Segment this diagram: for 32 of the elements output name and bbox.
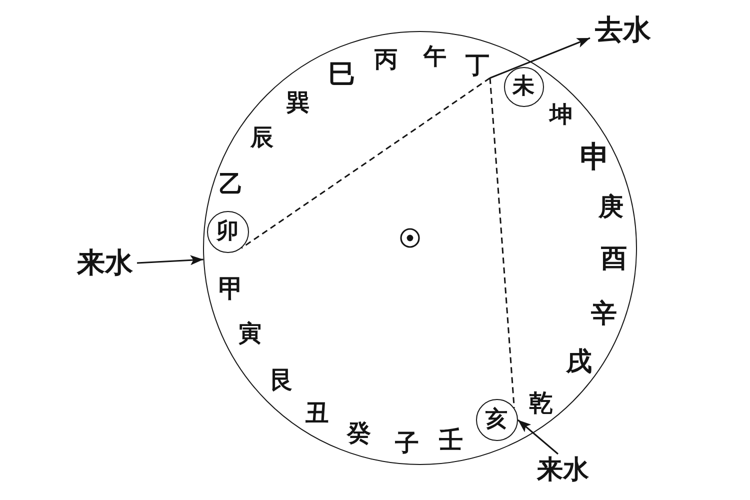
compass-label: 乾	[529, 391, 553, 415]
arrow	[136, 255, 204, 266]
water-label: 来水	[76, 248, 134, 278]
compass-label: 壬	[439, 428, 463, 452]
compass-label: 庚	[598, 194, 624, 218]
circled-character: 卯	[206, 210, 248, 252]
circled-character: 亥	[476, 398, 518, 440]
compass-label: 坤	[550, 104, 572, 126]
compass-label: 辛	[591, 301, 617, 327]
arrow	[490, 37, 590, 79]
compass-label: 午	[424, 46, 446, 68]
arrow	[518, 419, 558, 455]
compass-label: 甲	[218, 276, 244, 300]
water-label: 去水	[594, 15, 652, 45]
compass-label: 丁	[466, 52, 490, 78]
compass-label: 酉	[601, 246, 627, 272]
compass-label: 寅	[238, 322, 262, 346]
dashed-line	[241, 77, 490, 249]
compass-label: 丑	[305, 401, 329, 425]
compass-label: 癸	[347, 421, 371, 445]
compass-label: 乙	[219, 172, 243, 196]
compass-label: 艮	[270, 368, 294, 392]
compass-label: 巽	[286, 92, 310, 114]
water-label: 来水	[536, 456, 590, 484]
compass-label: 辰	[250, 126, 274, 150]
dashed-line	[489, 78, 515, 408]
circled-character: 未	[504, 66, 544, 106]
compass-label: 丙	[374, 48, 398, 72]
compass-label: 申	[580, 143, 610, 173]
compass-label: 子	[395, 431, 419, 455]
compass-label: 戌	[566, 349, 592, 375]
compass-label: 巳	[328, 60, 356, 88]
